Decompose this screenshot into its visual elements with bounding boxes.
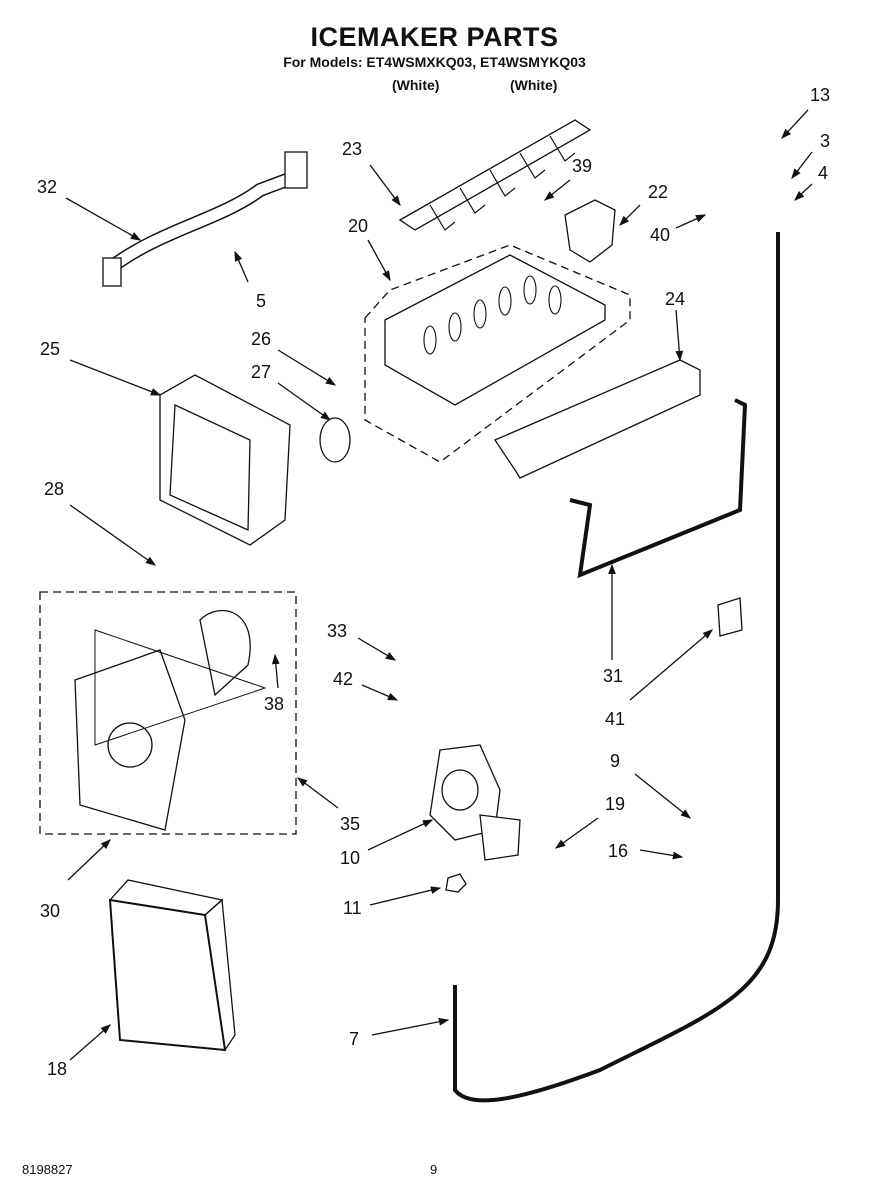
document-number: 8198827 xyxy=(22,1162,73,1177)
callout-32: 32 xyxy=(37,177,58,197)
callout-30: 30 xyxy=(40,901,61,921)
callout-33: 33 xyxy=(327,621,348,641)
icemaker-group-outline xyxy=(364,244,631,463)
model-color-1: (White) xyxy=(392,77,440,93)
page-number: 9 xyxy=(430,1162,438,1177)
leader-lines xyxy=(65,109,813,1061)
callout-16: 16 xyxy=(608,841,629,861)
models-line: For Models: ET4WSMXKQ03, ET4WSMYKQ03 xyxy=(283,54,586,70)
model-color-2: (White) xyxy=(510,77,558,93)
callout-13: 13 xyxy=(810,85,831,105)
callout-25: 25 xyxy=(40,339,61,359)
callout-39: 39 xyxy=(572,156,593,176)
callout-23: 23 xyxy=(342,139,363,159)
callout-20: 20 xyxy=(348,216,369,236)
callout-31: 31 xyxy=(603,666,624,686)
callout-9: 9 xyxy=(610,751,621,771)
callout-35: 35 xyxy=(340,814,361,834)
callout-38: 38 xyxy=(264,694,285,714)
callout-42: 42 xyxy=(333,669,354,689)
callout-11: 11 xyxy=(343,898,362,918)
callout-26: 26 xyxy=(251,329,272,349)
callout-28: 28 xyxy=(44,479,65,499)
callout-40: 40 xyxy=(650,225,671,245)
callout-24: 24 xyxy=(665,289,686,309)
callout-22: 22 xyxy=(648,182,669,202)
callout-3: 3 xyxy=(820,131,831,151)
callout-5: 5 xyxy=(256,291,267,311)
callout-41: 41 xyxy=(605,709,626,729)
callout-19: 19 xyxy=(605,794,626,814)
control-module-group-outline xyxy=(39,591,297,835)
callout-27: 27 xyxy=(251,362,272,382)
callout-4: 4 xyxy=(818,163,829,183)
page-title: ICEMAKER PARTS xyxy=(310,22,559,52)
callout-18: 18 xyxy=(47,1059,68,1079)
callout-10: 10 xyxy=(340,848,361,868)
callout-7: 7 xyxy=(349,1029,360,1049)
